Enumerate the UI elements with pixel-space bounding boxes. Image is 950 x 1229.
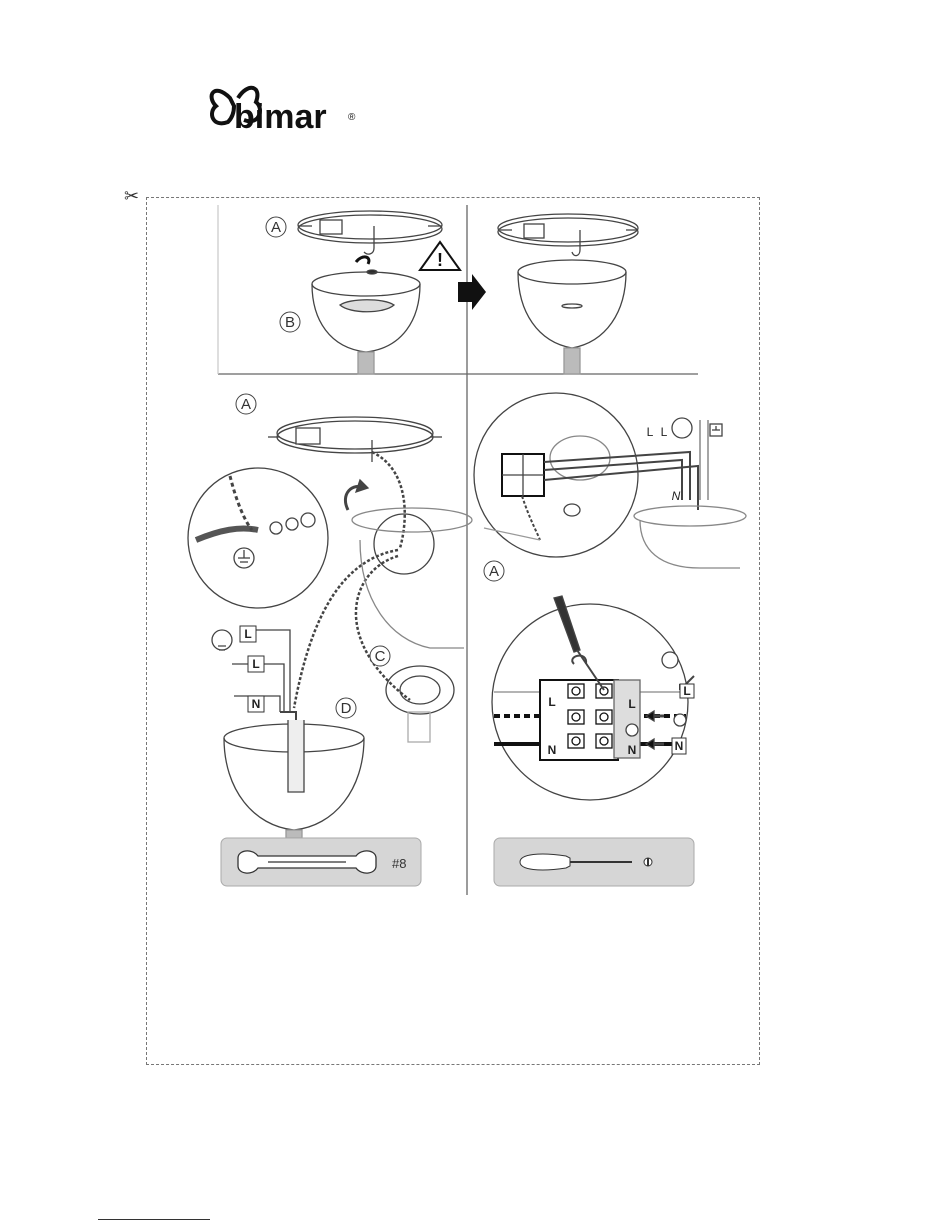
step-b-top-left: B <box>285 314 295 331</box>
ceiling-rose-c <box>386 666 454 742</box>
terminal-label-n-left: N <box>548 743 557 757</box>
wire-label-l2: L <box>252 657 259 671</box>
terminal-label-l-left: L <box>548 695 555 709</box>
wall-label-l2: L <box>661 425 668 439</box>
plate-a-top-left <box>298 211 442 274</box>
step-d-bottom-left: D <box>341 700 352 717</box>
step-a-bottom-right: A <box>489 563 499 580</box>
input-label-n: N <box>675 739 684 753</box>
plate-a-bottom-left <box>268 417 442 462</box>
terminal-label-n-right: N <box>628 743 637 757</box>
wire-label-l1: L <box>244 627 251 641</box>
screwdriver-tool-box <box>494 838 694 886</box>
terminal-label-l-right: L <box>628 697 635 711</box>
wall-label-n: N <box>672 489 681 503</box>
fixture-top-view <box>474 393 746 568</box>
earth-screw-zoom <box>374 514 434 574</box>
earth-wire-detail-circle <box>188 468 328 608</box>
input-label-l: L <box>683 684 690 698</box>
wall-terminal-icons <box>672 418 722 438</box>
step-a-top-left: A <box>271 219 281 236</box>
bowl-b-top-left <box>312 272 420 374</box>
earth-icon <box>234 548 254 568</box>
step-c-bottom-left: C <box>375 648 386 665</box>
earth-icon <box>710 424 722 436</box>
warning-icon: ! <box>420 242 460 270</box>
bulb-icon <box>212 630 232 650</box>
bowl-bottom-left <box>224 720 364 838</box>
assembled-fixture-top-right <box>498 214 638 374</box>
svg-text:!: ! <box>437 250 443 270</box>
wrench-size: #8 <box>392 856 406 871</box>
arrow-right-icon <box>458 274 486 310</box>
step-a-bottom-left: A <box>241 396 251 413</box>
terminal-block-detail-circle <box>492 596 694 800</box>
wire-label-n: N <box>252 697 261 711</box>
wrench-tool-box: #8 <box>221 838 421 886</box>
footer-rule <box>98 1219 210 1220</box>
wall-label-l1: L <box>647 425 654 439</box>
